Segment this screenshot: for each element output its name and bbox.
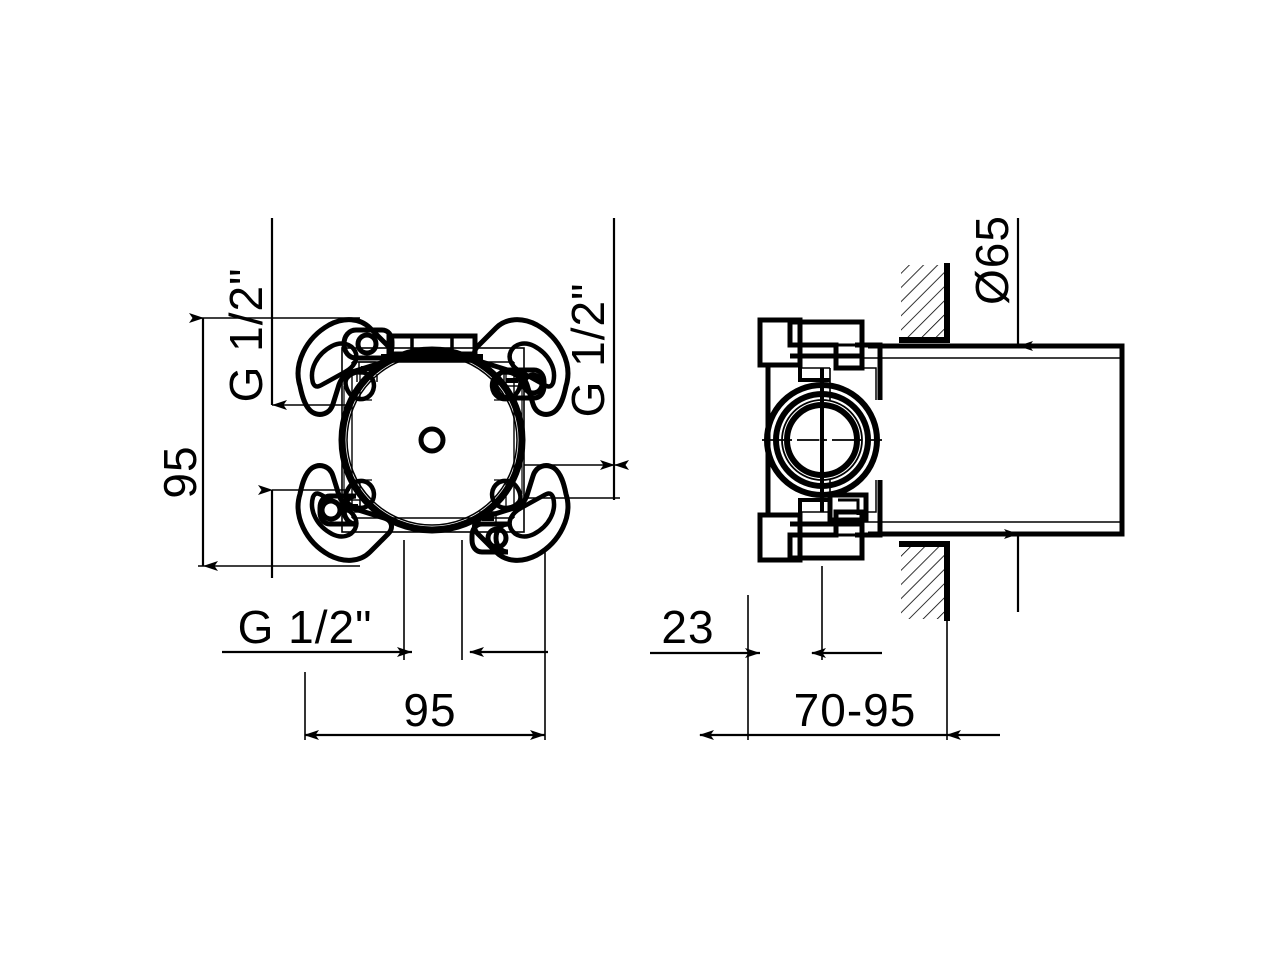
side-view-dimensions [650, 218, 1033, 740]
dim-text-thread-top-left: G 1/2" [220, 268, 272, 403]
dim-text-diameter-65: Ø65 [966, 215, 1018, 305]
wall-hatch-upper [899, 263, 950, 343]
dim-text-thread-bottom-left: G 1/2" [238, 601, 373, 653]
center-hole [418, 426, 446, 454]
dim-text-thread-top-right: G 1/2" [562, 283, 614, 418]
dim-text-depth-23: 23 [661, 601, 714, 653]
dim-text-depth-range: 70-95 [794, 684, 917, 736]
side-fixing-tabs [317, 327, 547, 555]
wall-hatch-lower [899, 541, 950, 621]
dim-text-height-95: 95 [154, 445, 206, 498]
front-view-dimensions [189, 218, 629, 740]
escutcheon-outline [868, 343, 1125, 537]
front-view-geometry [295, 317, 571, 563]
side-view-geometry [757, 263, 1125, 621]
dim-text-width-95: 95 [403, 684, 456, 736]
